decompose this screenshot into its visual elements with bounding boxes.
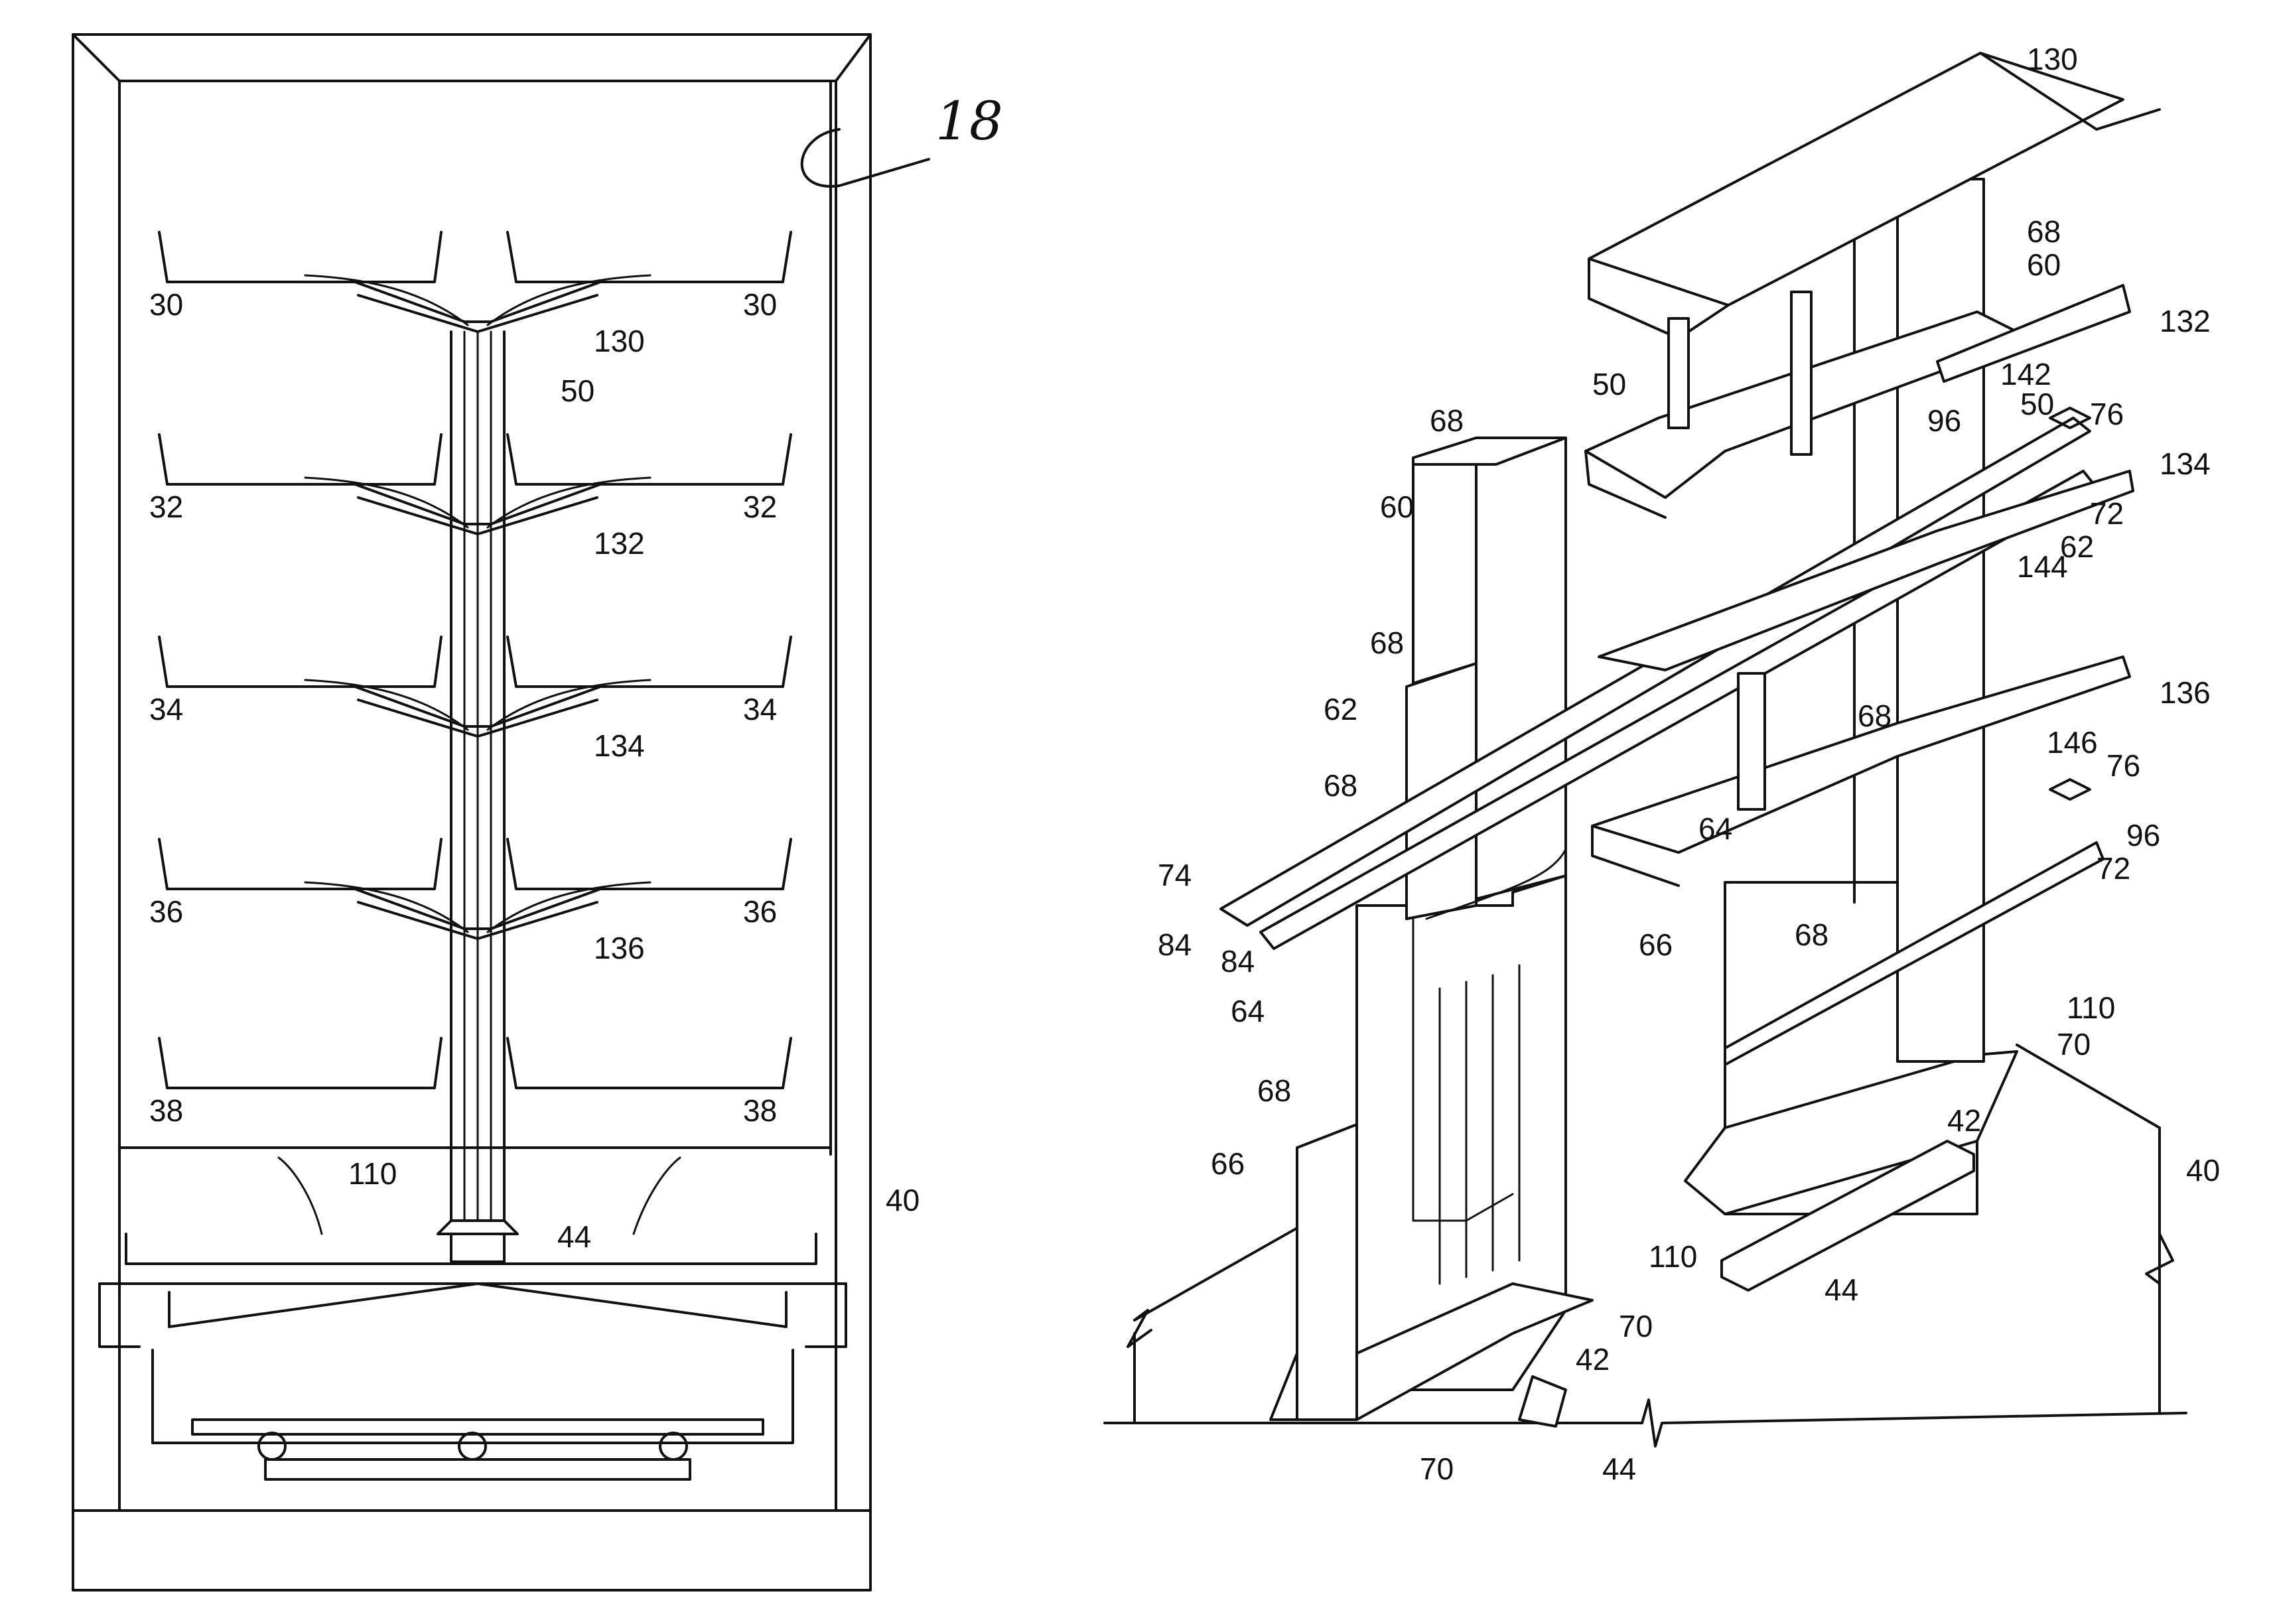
- label-68-b: 68: [1370, 626, 1404, 660]
- label-68-top: 68: [2027, 214, 2061, 249]
- label-shelf-30-left: 30: [149, 287, 183, 322]
- label-shelf-38-left: 38: [149, 1093, 183, 1128]
- label-shelf-32-right: 32: [743, 490, 777, 524]
- label-62: 62: [1324, 692, 1357, 726]
- label-42: 42: [1576, 1342, 1610, 1377]
- label-96-top: 96: [1927, 403, 1961, 438]
- label-duct-132: 132: [594, 526, 645, 561]
- label-duct-136: 136: [594, 931, 645, 965]
- label-duct-134: 134: [594, 728, 645, 763]
- label-84-a: 84: [1158, 927, 1192, 962]
- label-76-mid: 76: [2106, 748, 2140, 783]
- label-72-top: 72: [2090, 496, 2124, 531]
- front-column-right-view: [1357, 438, 1566, 1390]
- label-76-top: 76: [2090, 397, 2124, 431]
- label-70-top: 70: [2057, 1027, 2091, 1061]
- label-duct-130: 130: [594, 324, 645, 358]
- label-column-50: 50: [561, 373, 594, 408]
- label-60: 60: [1380, 490, 1414, 524]
- label-84-b: 84: [1221, 944, 1255, 979]
- label-shelf-36-left: 36: [149, 894, 183, 929]
- label-44-top: 44: [1824, 1272, 1858, 1307]
- hood-130: [1589, 53, 2160, 338]
- label-64: 64: [1231, 994, 1265, 1028]
- label-shelf-34-right: 34: [743, 692, 777, 726]
- label-70-mid: 70: [1619, 1309, 1653, 1343]
- label-68-d: 68: [1257, 1073, 1291, 1108]
- label-44-bot: 44: [1602, 1452, 1636, 1486]
- label-hood-130: 130: [2027, 42, 2078, 76]
- label-shelf-30-right: 30: [743, 287, 777, 322]
- label-50: 50: [1592, 367, 1626, 401]
- label-110: 110: [1649, 1239, 1697, 1274]
- label-shelf-36-right: 36: [743, 894, 777, 929]
- label-68-low: 68: [1795, 917, 1828, 952]
- label-shelf-32-left: 32: [149, 490, 183, 524]
- label-deck-40: 40: [886, 1183, 920, 1217]
- label-110-top: 110: [2067, 990, 2115, 1025]
- label-72-mid: 72: [2097, 851, 2130, 886]
- label-50b: 50: [2020, 387, 2054, 421]
- shelf-bracket-136: [1592, 657, 2130, 886]
- figure-18-callout: 18: [802, 90, 1003, 186]
- label-96-mid: 96: [2126, 818, 2160, 852]
- label-70-bot: 70: [1420, 1452, 1454, 1486]
- label-68-a: 68: [1430, 403, 1464, 438]
- label-duct-132: 132: [2160, 304, 2211, 338]
- left-view-cabinet: [73, 34, 870, 1590]
- column-50-left-view: [438, 332, 517, 1262]
- label-duct-136: 136: [2160, 675, 2211, 710]
- label-66-mid: 66: [1639, 927, 1673, 962]
- label-64-mid: 64: [1698, 811, 1732, 846]
- label-66: 66: [1211, 1146, 1245, 1181]
- label-74: 74: [1158, 858, 1192, 892]
- label-duct-134: 134: [2160, 446, 2211, 481]
- label-146: 146: [2047, 725, 2098, 760]
- label-base-110: 110: [348, 1156, 397, 1191]
- label-shelf-38-right: 38: [743, 1093, 777, 1128]
- figure-number: 18: [935, 90, 1003, 152]
- shelves-left-view: [159, 232, 791, 1088]
- label-68-c: 68: [1324, 768, 1357, 803]
- label-outlet-44: 44: [557, 1219, 591, 1254]
- label-shelf-34-left: 34: [149, 692, 183, 726]
- label-40: 40: [2186, 1153, 2220, 1187]
- label-42-top: 42: [1947, 1103, 1981, 1138]
- left-view-labels: 30 30 32 32 34 34 36 36 38 38 130 50 132…: [149, 287, 920, 1254]
- base-deck-left-view: [100, 1234, 846, 1479]
- label-144: 144: [2017, 549, 2068, 584]
- label-68-mid: 68: [1858, 699, 1892, 733]
- label-60-top: 60: [2027, 247, 2061, 282]
